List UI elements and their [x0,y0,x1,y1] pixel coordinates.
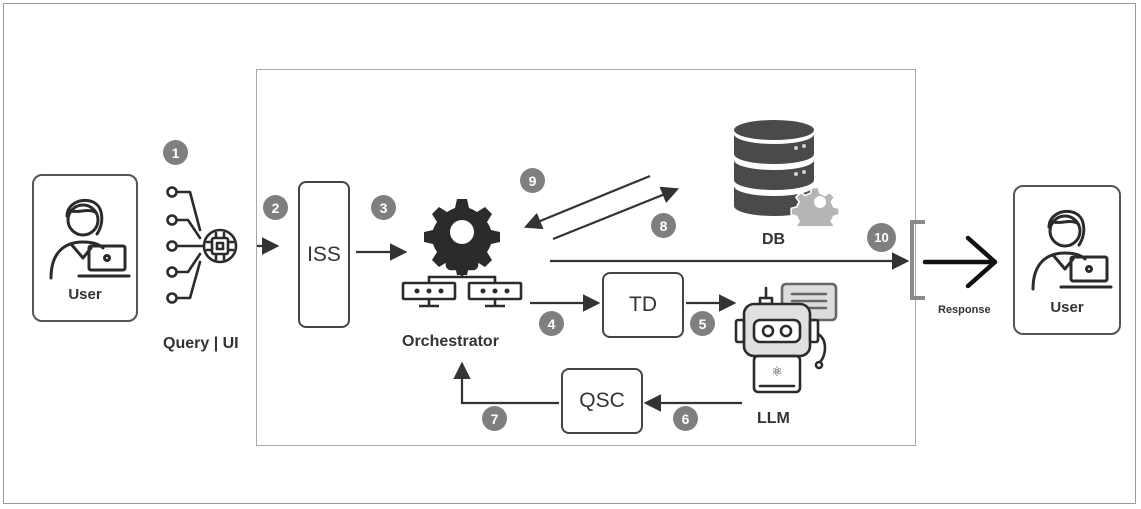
step-badge-6: 6 [673,406,698,431]
qsc-box: QSC [561,368,643,434]
llm-robot-icon: ⚛ [734,282,838,394]
td-label: TD [629,293,657,316]
arrow-db-to-orchestrator [523,174,651,230]
arrow-qsc-to-orchestrator [453,361,559,405]
qsc-label: QSC [579,389,625,412]
query-label: Query | UI [163,335,239,352]
step-badge-9: 9 [520,168,545,193]
outer-frame [3,3,1136,504]
iss-label: ISS [307,242,341,266]
svg-text:⚛: ⚛ [771,365,783,380]
iss-box: ISS [298,181,350,328]
arrow-orchestrator-to-db [552,186,680,241]
user-label-left: User [68,286,102,303]
step-badge-4: 4 [539,311,564,336]
step-badge-10: 10 [867,223,896,252]
step-badge-5: 5 [690,311,715,336]
user-laptop-icon [1031,209,1113,291]
step-badge-3: 3 [371,195,396,220]
orchestrator-label: Orchestrator [402,333,499,350]
step-badge-2: 2 [263,195,288,220]
step-badge-1: 1 [163,140,188,165]
user-label-right: User [1050,299,1084,316]
system-boundary [256,69,916,446]
user-card-right: User [1013,185,1121,335]
response-arrow [922,235,998,289]
database-icon [734,120,840,226]
query-input-icon [166,186,238,304]
td-box: TD [602,272,684,338]
step-badge-8: 8 [651,213,676,238]
llm-label: LLM [757,410,790,427]
orchestrator-icon [401,199,523,308]
step-badge-7: 7 [482,406,507,431]
user-laptop-icon [49,198,131,280]
response-bracket [910,220,925,300]
user-card-left: User [32,174,138,322]
response-label: Response [938,304,991,316]
db-label: DB [762,231,786,248]
